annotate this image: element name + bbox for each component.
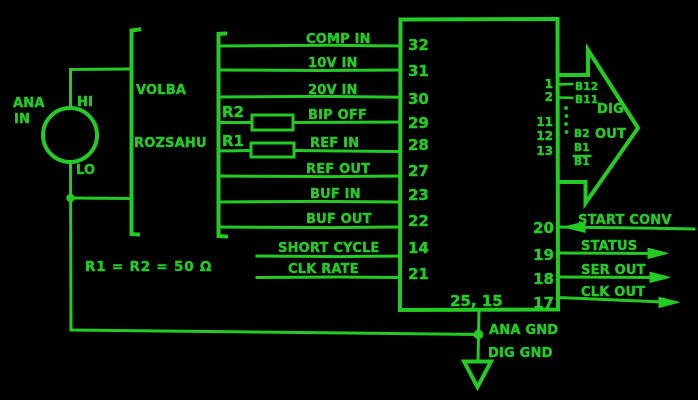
source-label-line2: IN	[14, 112, 30, 127]
ground-pin-numbers: 25, 15	[450, 292, 503, 310]
left-pin-wires	[216, 43, 402, 280]
wire-clk-out	[556, 295, 665, 304]
pin-number-28: 28	[408, 136, 429, 154]
resistor-note: R1 = R2 = 50 Ω	[85, 259, 212, 275]
status-arrowhead-icon	[647, 247, 669, 260]
pin-number-1: 1	[545, 77, 553, 91]
wire-bip-off-right	[291, 120, 402, 125]
pin-number-32: 32	[408, 36, 429, 54]
pin-number-21: 21	[408, 265, 429, 283]
ana-gnd-label: ANA GND	[489, 323, 558, 338]
pin-label-20v-in: 20V IN	[308, 83, 358, 98]
selector-bus-bracket	[216, 31, 229, 239]
junction-dot-ground	[473, 329, 484, 340]
wire-buf-in	[216, 199, 402, 204]
pin-number-11: 11	[536, 115, 553, 129]
left-pin-numbers: 32 31 30 29 28 27 23 22 14 21	[408, 36, 429, 283]
omitted-pins-ellipsis-icon	[564, 106, 569, 134]
pin-number-27: 27	[408, 162, 429, 180]
selector-bracket-left	[129, 27, 142, 237]
pin-label-start-conv: START CONV	[578, 213, 672, 228]
resistor-r2-label: R2	[222, 103, 244, 121]
pin-label-10v-in: 10V IN	[308, 56, 358, 71]
ser-out-arrowhead-icon	[649, 271, 671, 284]
bit-label-b1: B1	[574, 142, 590, 154]
wire-ref-out	[216, 174, 402, 179]
wire-comp-in	[216, 43, 402, 48]
pin-label-short-cycle: SHORT CYCLE	[278, 241, 380, 256]
digital-output-bits: 1 2 11 12 13 B12 B11 B2 B1 B1 DIG OUT	[536, 43, 641, 210]
wire-10v-in	[216, 68, 402, 73]
pin-label-ser-out: SER OUT	[581, 263, 646, 278]
bit-label-b1-complement: B1	[574, 156, 590, 168]
dig-out-label-line2: OUT	[595, 127, 626, 142]
analog-source: ANA IN HI LO	[13, 67, 133, 332]
adc-chip-body	[397, 16, 561, 313]
pin-label-status: STATUS	[581, 239, 637, 254]
wire-source-hi	[69, 67, 133, 110]
wire-ref-in-left	[216, 148, 253, 153]
pin-number-13: 13	[536, 144, 553, 158]
dig-gnd-label: DIG GND	[488, 346, 553, 361]
wire-bottom-rail	[69, 328, 481, 337]
pin-number-29: 29	[408, 114, 429, 132]
bit-label-b11: B11	[575, 94, 598, 106]
digital-bus-arrow-icon	[556, 43, 641, 210]
wire-ref-in-right	[292, 148, 402, 154]
bit-label-b2: B2	[574, 128, 590, 140]
control-pins: START CONV 20 STATUS 19 SER OUT 18 CLK O…	[533, 213, 696, 312]
pin-label-clk-out: CLK OUT	[581, 285, 645, 300]
left-pin-labels: COMP IN 10V IN 20V IN BIP OFF REF IN REF…	[278, 32, 380, 277]
junction-dot-lo	[66, 193, 75, 203]
source-hi-label: HI	[77, 95, 93, 110]
ground-symbol-icon	[460, 359, 495, 392]
bit-label-b12: B12	[575, 81, 598, 93]
wire-ser-out	[556, 275, 656, 280]
pin-number-14: 14	[408, 239, 429, 257]
clk-out-arrowhead-icon	[658, 296, 680, 309]
pin-number-22: 22	[408, 212, 429, 230]
selector-label-line2: ROZSAHU	[134, 136, 207, 151]
pin-number-2: 2	[545, 90, 553, 104]
wire-source-lo-branch	[68, 196, 133, 201]
selector-label-line1: VOLBA	[136, 83, 186, 98]
wire-20v-in	[216, 94, 402, 99]
pin-label-ref-out: REF OUT	[306, 162, 370, 177]
wire-buf-out	[216, 225, 402, 230]
start-conv-arrowhead-icon	[563, 221, 586, 234]
pin-number-31: 31	[408, 62, 429, 80]
pin-number-23: 23	[408, 186, 429, 204]
wire-clk-rate	[255, 275, 402, 280]
pin-number-18: 18	[533, 270, 554, 288]
pin-number-12: 12	[536, 129, 553, 143]
wire-status	[556, 251, 654, 256]
pin-label-buf-in: BUF IN	[310, 187, 361, 202]
pin-number-17: 17	[533, 294, 554, 312]
range-selector: VOLBA ROZSAHU	[129, 27, 229, 239]
wire-short-cycle	[255, 254, 402, 259]
pin-label-ref-in: REF IN	[310, 136, 359, 151]
ground-network: 25, 15 ANA GND DIG GND	[69, 292, 558, 392]
pin-number-20: 20	[533, 219, 554, 237]
wire-source-lo	[68, 160, 73, 332]
pin-label-clk-rate: CLK RATE	[288, 262, 359, 277]
resistor-r1-label: R1	[222, 132, 244, 150]
pin-number-30: 30	[408, 90, 429, 108]
stub-pin-1	[556, 82, 574, 86]
pin-label-bip-off: BIP OFF	[308, 108, 367, 123]
pin-number-19: 19	[533, 246, 554, 264]
pin-label-comp-in: COMP IN	[306, 32, 371, 47]
dig-out-label-line1: DIG	[597, 102, 624, 117]
pin-label-buf-out: BUF OUT	[306, 212, 372, 227]
source-label-line1: ANA	[13, 96, 45, 111]
source-lo-label: LO	[76, 163, 95, 178]
